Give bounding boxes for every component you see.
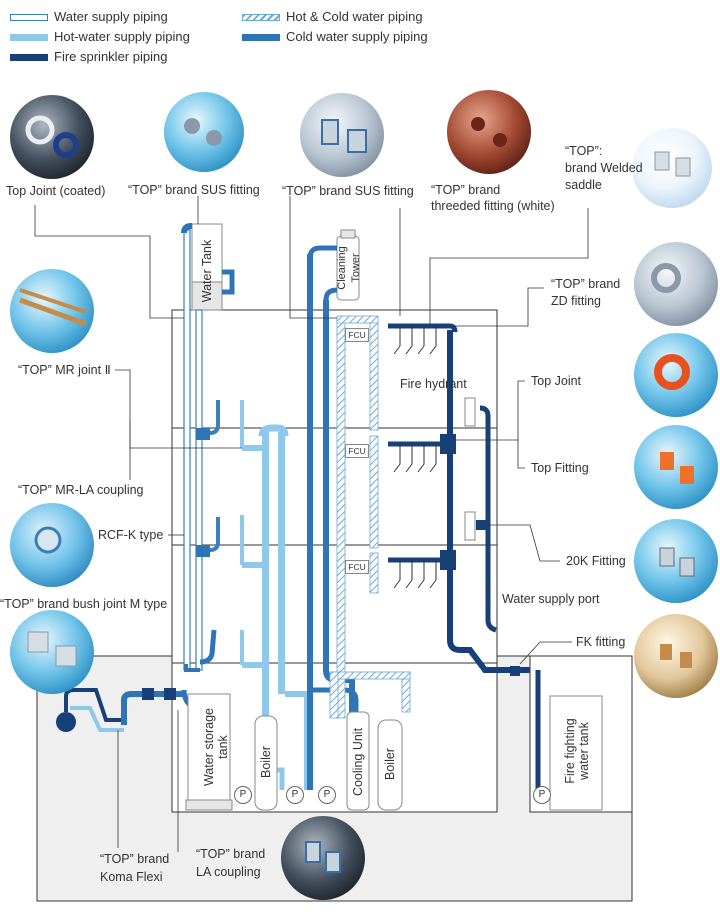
label-fk-fitting: FK fitting [576, 635, 626, 649]
label-bush-joint: “TOP” brand bush joint M type [0, 597, 168, 611]
label-sus-fitting-1: “TOP” brand SUS fitting [128, 183, 260, 197]
legend-swatch-hot-water [10, 34, 48, 41]
fire-tank-label-1: Fire fighting [563, 718, 577, 784]
fcu-floor-1: FCU [345, 560, 369, 574]
label-threaded-fitting-line1: “TOP” brand [431, 183, 501, 197]
label-top-fitting: Top Fitting [531, 461, 589, 475]
pump-4: P [533, 786, 551, 804]
cleaning-tower-label-2: Tower [350, 253, 362, 283]
label-koma-flexi-line1: “TOP” brand [100, 852, 170, 866]
boiler-label-1: Boiler [259, 746, 273, 778]
label-la-coupling-line2: LA coupling [196, 865, 261, 879]
label-welded-saddle-line2: brand Welded [565, 161, 643, 175]
photo-la-coupling [281, 816, 365, 900]
label-welded-saddle-line1: “TOP”: [565, 144, 603, 158]
label-welded-saddle-line3: saddle [565, 178, 602, 192]
photo-sus-fitting-1 [164, 92, 244, 172]
label-sus-fitting-2: “TOP” brand SUS fitting [282, 184, 414, 198]
photo-welded-saddle [632, 128, 712, 208]
pump-2: P [286, 786, 304, 804]
label-top-joint-coated: Top Joint (coated) [6, 184, 106, 198]
water-storage-label-2: tank [216, 735, 230, 759]
label-20k-fitting: 20K Fitting [566, 554, 626, 568]
legend-swatch-water-supply [10, 14, 48, 21]
photo-sus-fitting-2 [300, 93, 384, 177]
water-tank-label: Water Tank [200, 239, 214, 303]
legend-label-fire-sprinkler: Fire sprinkler piping [54, 49, 168, 64]
label-threaded-fitting-line2: threeded fitting (white) [431, 199, 555, 213]
legend-swatch-fire-sprinkler [10, 54, 48, 61]
legend-swatch-hot-cold [242, 14, 280, 21]
label-rcf-k: RCF-K type [98, 528, 164, 542]
photo-mr-joint [10, 269, 94, 353]
legend-label-water-supply: Water supply piping [54, 9, 168, 24]
label-mr-la-coupling: “TOP” MR-LA coupling [18, 483, 144, 497]
water-storage-label-1: Water storage [202, 707, 216, 787]
photo-zd-fitting [634, 242, 718, 326]
photo-top-joint [634, 333, 718, 417]
legend-swatch-cold-water [242, 34, 280, 41]
label-fire-hydrant: Fire hydrant [400, 377, 467, 391]
photo-top-joint-coated [10, 95, 94, 179]
boiler-label-2: Boiler [383, 748, 397, 780]
label-top-joint: Top Joint [531, 374, 582, 388]
label-zd-fitting-line2: ZD fitting [551, 294, 602, 308]
label-koma-flexi-line2: Koma Flexi [100, 870, 163, 884]
fcu-floor-3: FCU [345, 328, 369, 342]
label-mr-joint: “TOP” MR joint Ⅱ [18, 363, 111, 377]
photo-top-fitting [634, 425, 718, 509]
legend-label-hot-water: Hot-water supply piping [54, 29, 190, 44]
cooling-unit-label: Cooling Unit [351, 727, 365, 797]
pump-1: P [234, 786, 252, 804]
pump-3: P [318, 786, 336, 804]
fcu-floor-2: FCU [345, 444, 369, 458]
cleaning-tower-label-1: Cleaning [336, 246, 348, 290]
photo-20k-fitting [634, 519, 718, 603]
photo-mr-la-coupling [10, 503, 94, 587]
photo-threaded-fitting [447, 90, 531, 174]
legend-label-cold-water: Cold water supply piping [286, 29, 428, 44]
photo-fk-fitting [634, 614, 718, 698]
label-la-coupling-line1: “TOP” brand [196, 847, 266, 861]
label-zd-fitting-line1: “TOP” brand [551, 277, 621, 291]
label-water-supply-port: Water supply port [502, 592, 600, 606]
photo-bush-joint [10, 610, 94, 694]
legend-label-hot-cold: Hot & Cold water piping [286, 9, 423, 24]
fire-tank-label-2: water tank [577, 722, 591, 780]
